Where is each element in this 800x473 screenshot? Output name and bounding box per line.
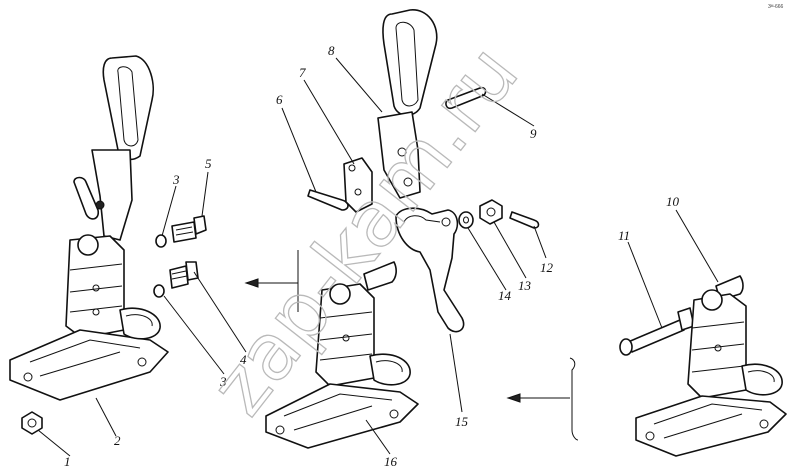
leader-lines [37, 57, 719, 457]
callout-2: 2 [114, 433, 121, 448]
bolt-5 [171, 215, 207, 243]
clip-7 [343, 157, 373, 213]
callout-14: 14 [498, 288, 512, 303]
callout-4: 4 [240, 352, 247, 367]
callout-12: 12 [540, 260, 554, 275]
callout-6: 6 [276, 92, 283, 107]
exploded-parts [307, 9, 540, 333]
right-bracket-base [635, 395, 787, 457]
callout-7: 7 [299, 65, 306, 80]
lever-8 [377, 9, 438, 199]
cotter-pin-12 [509, 211, 540, 229]
left-lever-shaft [91, 149, 133, 241]
arrow-to-middle-assembly [506, 357, 579, 441]
nut-13 [479, 199, 503, 225]
callout-labels: 1 2 3 5 3 4 6 7 8 9 12 13 14 15 16 10 11 [64, 43, 680, 469]
callout-5: 5 [205, 156, 212, 171]
right-bracket-upright [687, 293, 747, 399]
callout-3-lower: 3 [219, 374, 227, 389]
bolt-11 [619, 307, 695, 356]
assembly-middle [265, 261, 419, 449]
cotter-pin-6 [307, 189, 349, 211]
nut-1 [21, 411, 43, 435]
callout-15: 15 [455, 414, 469, 429]
callout-11: 11 [618, 228, 630, 243]
pin-9 [445, 86, 487, 110]
callout-16: 16 [384, 454, 398, 469]
assembly-left [9, 55, 207, 435]
callout-10: 10 [666, 194, 680, 209]
callout-9: 9 [530, 126, 537, 141]
arrow-to-left-assembly [244, 250, 299, 312]
callout-8: 8 [328, 43, 335, 58]
left-bracket-base [9, 329, 169, 401]
left-lever-handle [102, 55, 154, 161]
plate-15 [395, 207, 465, 333]
washer-3-lower [153, 284, 165, 298]
figure-code: 3ᴹ-666 [768, 4, 784, 10]
assembly-right [619, 275, 787, 457]
callout-1: 1 [64, 454, 71, 469]
callout-3-upper: 3 [172, 172, 180, 187]
middle-bracket-base [265, 383, 419, 449]
washer-14 [458, 211, 474, 229]
bolt-4 [169, 261, 199, 289]
washer-3-upper [155, 234, 167, 248]
callout-13: 13 [518, 278, 532, 293]
